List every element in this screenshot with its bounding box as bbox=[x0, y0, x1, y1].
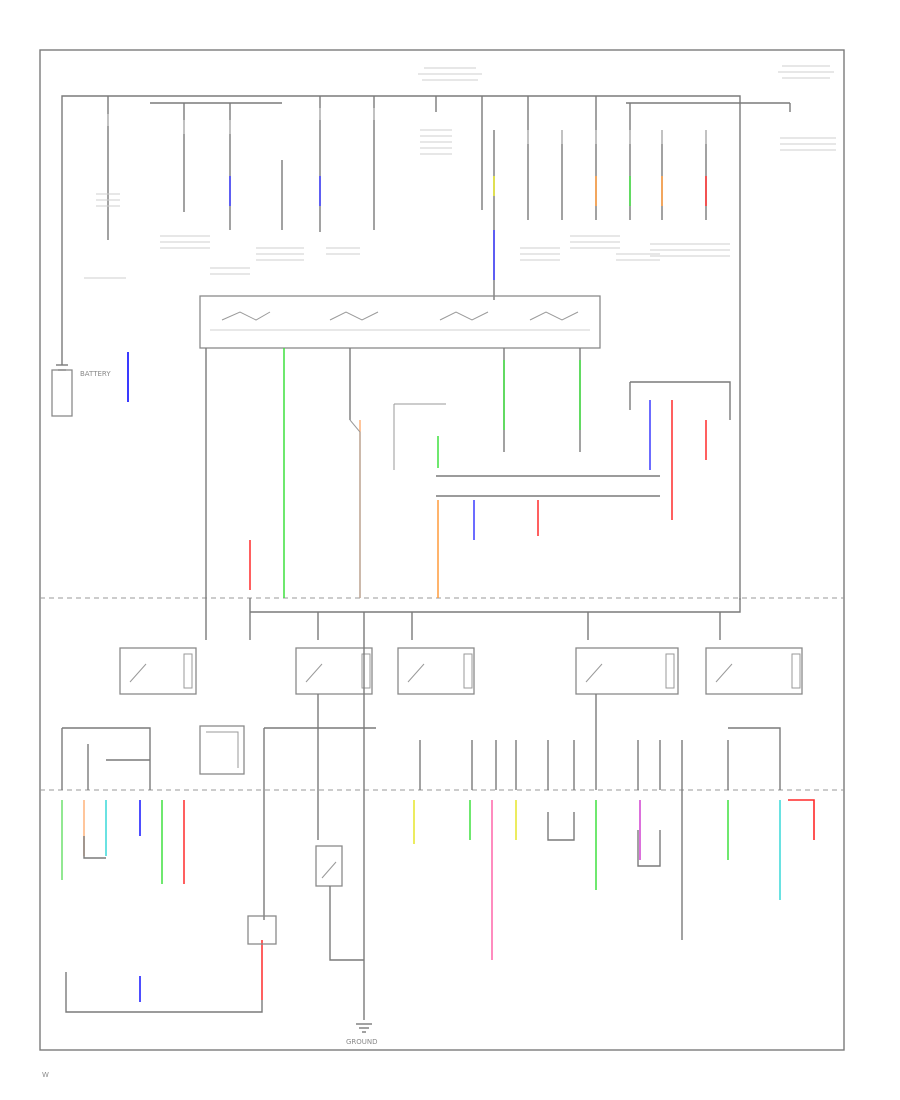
top-colored-wires bbox=[127, 176, 707, 402]
battery-symbol bbox=[51, 364, 73, 417]
figure-id: W bbox=[42, 1071, 49, 1079]
middle-junction bbox=[249, 381, 731, 598]
lower-bus-drops bbox=[249, 598, 721, 640]
lower-colored-wires bbox=[61, 799, 815, 1002]
control-module bbox=[199, 725, 245, 775]
ground-label: GROUND bbox=[346, 1038, 378, 1046]
ground-symbol bbox=[356, 1023, 372, 1033]
ignition-switch-contacts bbox=[210, 311, 590, 331]
diagram-frame bbox=[39, 49, 845, 1051]
switch-box-drops bbox=[205, 348, 581, 640]
top-component-labels bbox=[84, 65, 836, 279]
lower-wiring bbox=[61, 612, 781, 1020]
bottom-connectors bbox=[65, 812, 661, 1013]
fuse-tick-marks bbox=[107, 108, 707, 144]
top-bus-wire bbox=[61, 95, 490, 365]
top-bus-wire-right bbox=[490, 95, 741, 100]
battery-label: BATTERY bbox=[80, 370, 111, 378]
relay-boxes bbox=[119, 647, 803, 695]
ignition-switch-box bbox=[199, 295, 601, 349]
lower-bus-wire bbox=[250, 598, 741, 613]
